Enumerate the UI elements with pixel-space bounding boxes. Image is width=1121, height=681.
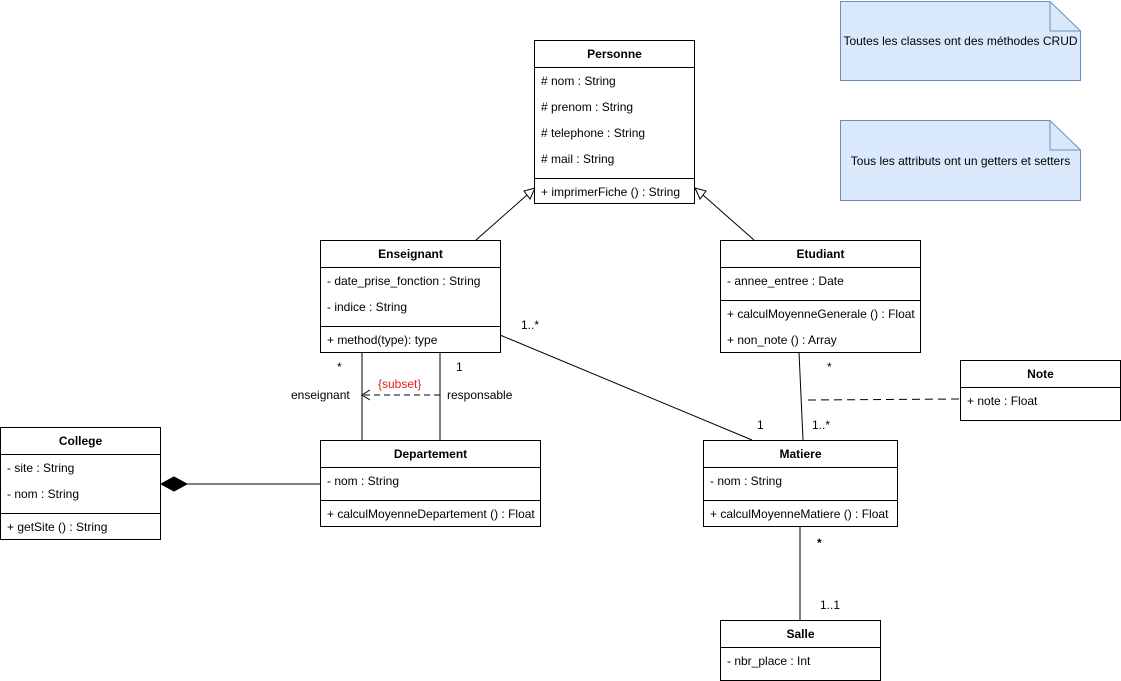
attribute: # telephone : String (541, 126, 646, 140)
note-association-class-line (807, 398, 961, 401)
multiplicity-etudiant-star: * (827, 360, 832, 374)
attributes-section: - site : String - nom : String (1, 455, 160, 513)
multiplicity-matiere-salle-star: * (817, 536, 822, 550)
enseignant-generalization-arrowhead (523, 187, 536, 200)
method: + calculMoyenneDepartement () : Float (327, 507, 535, 521)
method: + getSite () : String (7, 520, 108, 534)
note-crud-body (840, 1, 1081, 81)
class-name: Note (961, 361, 1120, 388)
composition-diamond (159, 476, 189, 492)
class-name: Enseignant (321, 241, 500, 268)
attributes-section: - annee_entree : Date (721, 268, 920, 300)
attributes-section: + note : Float (961, 388, 1120, 420)
note-crud-shape (840, 1, 1081, 81)
attribute: # mail : String (541, 152, 615, 166)
multiplicity-enseignant-star: * (337, 360, 342, 374)
class-enseignant[interactable]: Enseignant - date_prise_fonction : Strin… (320, 240, 501, 353)
note-getters-shape (840, 120, 1081, 201)
attributes-section: - nom : String (321, 468, 540, 500)
multiplicity-matiere-etudiant: 1..* (812, 418, 831, 432)
methods-section: + calculMoyenneGenerale () : Float + non… (721, 300, 920, 353)
method: + imprimerFiche () : String (541, 185, 681, 199)
note-getters-text: Tous les attributs ont un getters et set… (850, 153, 1071, 168)
attribute: - site : String (7, 461, 75, 475)
attributes-section: - date_prise_fonction : String - indice … (321, 268, 500, 326)
multiplicity-salle: 1..1 (820, 598, 841, 612)
attribute: - nbr_place : Int (727, 654, 811, 668)
method: + non_note () : Array (727, 333, 837, 347)
class-salle[interactable]: Salle - nbr_place : Int (720, 620, 881, 681)
multiplicity-matiere-enseignant: 1 (757, 418, 764, 432)
class-college[interactable]: College - site : String - nom : String +… (0, 427, 161, 540)
role-enseignant: enseignant (291, 388, 350, 402)
methods-section: + imprimerFiche () : String (535, 178, 694, 205)
attributes-section: # nom : String # prenom : String # telep… (535, 68, 694, 178)
note-crud: Toutes les classes ont des méthodes CRUD (840, 1, 1081, 81)
attribute: - date_prise_fonction : String (327, 274, 481, 288)
attributes-section: - nom : String (704, 468, 897, 500)
note-getters-setters: Tous les attributs ont un getters et set… (840, 120, 1081, 201)
method: + method(type): type (327, 333, 438, 347)
note-getters-fold (1049, 120, 1081, 151)
attribute: - nom : String (710, 474, 783, 488)
multiplicity-enseignant-matiere: 1..* (521, 318, 540, 332)
etudiant-generalization-line (702, 194, 755, 241)
class-name: Personne (535, 41, 694, 68)
methods-section: + calculMoyenneMatiere () : Float (704, 500, 897, 527)
method: + calculMoyenneMatiere () : Float (710, 507, 889, 521)
attribute: - annee_entree : Date (727, 274, 844, 288)
etudiant-generalization-arrowhead (694, 187, 707, 200)
multiplicity-responsable-one: 1 (456, 360, 463, 374)
attribute: - nom : String (7, 487, 80, 501)
class-etudiant[interactable]: Etudiant - annee_entree : Date + calculM… (720, 240, 921, 353)
methods-section (961, 420, 1120, 421)
class-personne[interactable]: Personne # nom : String # prenom : Strin… (534, 40, 695, 204)
note-crud-text: Toutes les classes ont des méthodes CRUD (843, 34, 1078, 48)
class-note[interactable]: Note + note : Float (960, 360, 1121, 421)
enseignant-generalization-line (475, 194, 528, 241)
note-crud-fold (1049, 1, 1081, 32)
class-matiere[interactable]: Matiere - nom : String + calculMoyenneMa… (703, 440, 898, 527)
class-name: College (1, 428, 160, 455)
attribute: # nom : String (541, 74, 616, 88)
etudiant-matiere-association (798, 351, 804, 441)
role-responsable: responsable (447, 388, 513, 402)
class-departement[interactable]: Departement - nom : String + calculMoyen… (320, 440, 541, 527)
methods-section: + calculMoyenneDepartement () : Float (321, 500, 540, 527)
attribute: + note : Float (967, 394, 1038, 408)
class-name: Matiere (704, 441, 897, 468)
class-name: Etudiant (721, 241, 920, 268)
note-getters-body (840, 120, 1081, 201)
attribute: - nom : String (327, 474, 400, 488)
enseignant-matiere-association (499, 334, 753, 441)
subset-constraint: {subset} (378, 377, 422, 391)
attribute: - indice : String (327, 300, 408, 314)
class-name: Departement (321, 441, 540, 468)
methods-section: + getSite () : String (1, 513, 160, 540)
attributes-section: - nbr_place : Int (721, 648, 880, 680)
methods-section: + method(type): type (321, 326, 500, 353)
subset-dependency-arrowhead (361, 389, 371, 401)
class-name: Salle (721, 621, 880, 648)
attribute: # prenom : String (541, 100, 634, 114)
method: + calculMoyenneGenerale () : Float (727, 307, 915, 321)
